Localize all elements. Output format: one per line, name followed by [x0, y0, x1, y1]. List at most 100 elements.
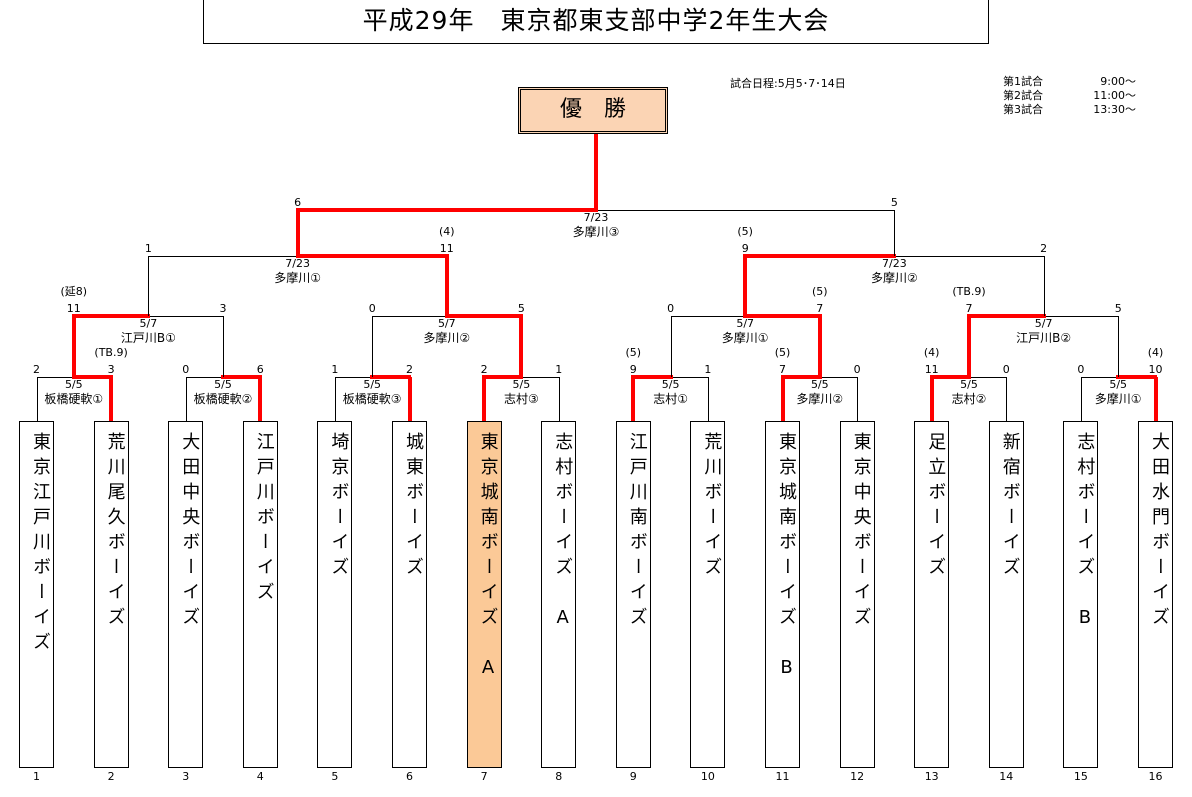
bracket-line	[707, 377, 709, 421]
bracket-line	[670, 316, 672, 377]
team-name: 江戸川ボーイズ	[253, 432, 275, 607]
team-name: 荒川ボーイズ	[701, 432, 723, 582]
team-box: 新宿ボーイズ	[988, 421, 1024, 768]
bracket-line	[1118, 316, 1120, 377]
match-date: 5/5	[214, 378, 232, 391]
team-number: 9	[629, 770, 637, 783]
bracket-line	[929, 375, 971, 379]
match-date: 5/7	[1034, 317, 1053, 330]
bracket-line	[407, 377, 412, 421]
score-right: 5	[517, 302, 525, 315]
team-box: 志村ボーイズ B	[1063, 421, 1099, 768]
score-left: 9	[741, 242, 749, 255]
match-date: 5/5	[960, 378, 978, 391]
match-time: 9:00～	[1100, 75, 1136, 88]
score-left: 1	[144, 242, 152, 255]
team-number: 7	[480, 770, 488, 783]
score-left: 2	[480, 363, 488, 376]
match-date: 5/5	[64, 378, 83, 391]
bracket-line	[894, 210, 896, 256]
team-box: 埼京ボーイズ	[317, 421, 353, 768]
team-box: 東京江戸川ボーイズ	[19, 421, 54, 768]
bracket-line	[370, 375, 412, 379]
bracket-line	[444, 314, 524, 318]
score-right: 1	[704, 363, 712, 376]
score-right: 5	[890, 196, 898, 209]
bracket-line	[743, 256, 748, 316]
bracket-line	[1080, 377, 1082, 421]
bracket-line	[36, 377, 38, 421]
score-left: 6	[294, 196, 302, 209]
team-box: 東京城南ボーイズ B	[765, 421, 800, 768]
team-number: 1	[33, 770, 40, 783]
team-number: 12	[850, 770, 865, 783]
bracket-line	[295, 210, 300, 256]
team-number: 2	[107, 770, 115, 783]
score-right: 0	[853, 363, 861, 376]
bracket-line	[519, 316, 524, 377]
schedule-dates: 試合日程:5月5･7･14日	[730, 77, 846, 90]
bracket-line	[372, 316, 374, 377]
bracket-line	[295, 254, 449, 258]
score-right: 1	[555, 363, 563, 376]
bracket-line	[71, 314, 151, 318]
match-venue: 多摩川①	[1094, 392, 1142, 406]
team-box: 荒川尾久ボーイズ	[93, 421, 129, 768]
bracket-line	[334, 377, 336, 421]
team-box: 大田中央ボーイズ	[168, 421, 204, 768]
team-box: 荒川ボーイズ	[690, 421, 726, 768]
bracket-line	[817, 316, 822, 377]
bracket-line	[295, 208, 598, 212]
score-note-left: (5)	[774, 346, 791, 359]
bracket-line	[444, 256, 449, 316]
bracket-line	[857, 377, 859, 421]
team-name: 東京中央ボーイズ	[850, 432, 872, 632]
score-right: 7	[816, 302, 824, 315]
match-venue: 板橋硬軟③	[342, 392, 402, 406]
team-name: 大田中央ボーイズ	[179, 432, 201, 632]
bracket-line	[967, 316, 971, 377]
match-date: 5/5	[363, 378, 382, 391]
team-number: 8	[555, 770, 563, 783]
bracket-line	[71, 375, 114, 379]
bracket-line	[482, 377, 487, 421]
match-date: 5/5	[810, 378, 829, 391]
score-note-left: (延8)	[60, 285, 88, 298]
score-note-left: (TB.9)	[952, 285, 986, 298]
team-name: 新宿ボーイズ	[999, 432, 1021, 582]
match-venue: 志村②	[951, 392, 987, 406]
score-left: 1	[331, 363, 339, 376]
team-number: 10	[700, 770, 715, 783]
bracket-line	[967, 314, 1046, 318]
score-right: 2	[1040, 242, 1048, 255]
score-right: 0	[1002, 363, 1010, 376]
team-box: 東京城南ボーイズ A	[466, 421, 502, 768]
score-note-left: (4)	[923, 346, 940, 359]
bracket-line	[109, 377, 114, 421]
team-number: 4	[256, 770, 264, 783]
bracket-line	[223, 316, 224, 377]
team-box: 志村ボーイズ A	[541, 421, 577, 768]
team-number: 6	[406, 770, 413, 783]
score-right: 3	[107, 363, 115, 376]
team-box: 足立ボーイズ	[914, 421, 950, 768]
team-name: 江戸川南ボーイズ	[626, 432, 648, 632]
team-box: 城東ボーイズ	[392, 421, 427, 768]
bracket-line	[1116, 375, 1158, 379]
match-label: 第2試合	[1003, 89, 1043, 102]
team-name: 志村ボーイズ B	[1074, 432, 1096, 635]
team-box: 大田水門ボーイズ	[1138, 421, 1173, 768]
match-date: 5/7	[736, 317, 755, 330]
score-right: 11	[439, 242, 454, 255]
team-name: 東京江戸川ボーイズ	[30, 432, 51, 657]
bracket-line	[1006, 377, 1008, 421]
match-venue: 志村③	[504, 392, 539, 406]
team-number: 3	[182, 770, 190, 783]
match-date: 5/5	[1109, 378, 1128, 391]
champion-box: 優勝	[518, 87, 668, 134]
team-name: 大田水門ボーイズ	[1149, 432, 1170, 632]
bracket-line	[1043, 256, 1045, 316]
score-left: 0	[368, 302, 376, 315]
